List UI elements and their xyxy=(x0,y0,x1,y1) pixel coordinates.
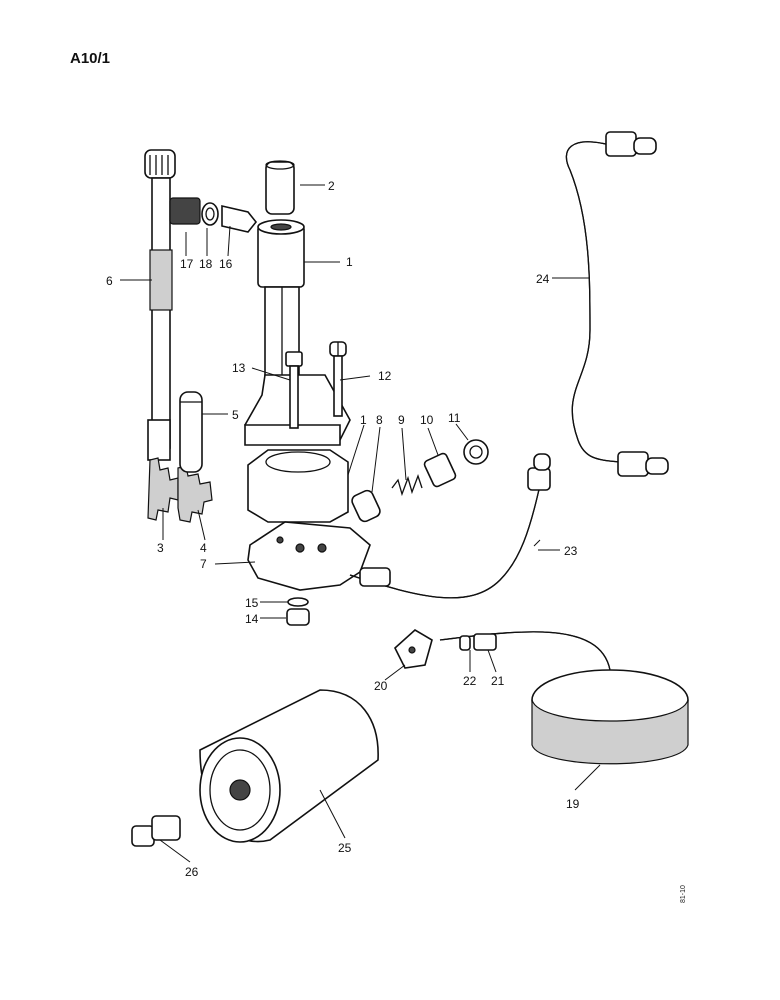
callout-12: 12 xyxy=(378,369,392,383)
part-26-adaptor xyxy=(131,815,181,847)
part-25-oil-filter xyxy=(199,689,379,843)
part-5-spindle xyxy=(179,391,203,473)
callout-14: 14 xyxy=(245,612,259,626)
part-15-washer xyxy=(287,597,309,607)
part-19-strainer xyxy=(439,631,689,765)
callout-16: 16 xyxy=(219,257,233,271)
callout-17: 17 xyxy=(180,257,194,271)
callout-4: 4 xyxy=(200,541,207,555)
part-17-union xyxy=(169,197,201,225)
part-9-spring xyxy=(391,474,423,497)
part-22-washer xyxy=(459,635,471,651)
callout-8: 8 xyxy=(376,413,383,427)
callout-13: 13 xyxy=(232,361,246,375)
part-11-nut xyxy=(463,439,489,465)
callout-7: 7 xyxy=(200,557,207,571)
callout-18: 18 xyxy=(199,257,213,271)
part-6-drive-shaft xyxy=(144,149,176,461)
callout-25: 25 xyxy=(338,841,352,855)
callout-23: 23 xyxy=(564,544,578,558)
callout-20: 20 xyxy=(374,679,388,693)
part-18-washer xyxy=(201,202,219,226)
callout-9: 9 xyxy=(398,413,405,427)
callout-19: 19 xyxy=(566,797,580,811)
callout-22: 22 xyxy=(463,674,477,688)
callout-1-housing: 1 xyxy=(360,413,367,427)
part-12-screw xyxy=(329,341,347,417)
part-13-bolt xyxy=(285,351,303,429)
part-20-flange xyxy=(394,629,433,669)
part-1-gear-housing xyxy=(247,449,349,523)
callout-11: 11 xyxy=(448,411,461,425)
part-2-sleeve xyxy=(265,160,295,215)
callout-1-body: 1 xyxy=(346,255,353,269)
callout-3: 3 xyxy=(157,541,164,555)
sheet-code: 81-10 xyxy=(680,885,687,903)
part-10-plug xyxy=(423,452,457,488)
part-4-driven-gear xyxy=(177,465,213,523)
part-14-nut xyxy=(286,608,310,626)
part-23-pipe xyxy=(349,453,551,599)
part-7-base-cover xyxy=(247,521,371,591)
callout-15: 15 xyxy=(245,596,259,610)
part-21-bolt xyxy=(473,633,497,651)
part-8-plunger xyxy=(351,489,381,523)
callout-24: 24 xyxy=(536,272,550,286)
callout-2: 2 xyxy=(328,179,335,193)
leader-lines xyxy=(120,184,601,863)
callout-6: 6 xyxy=(106,274,113,288)
callout-26: 26 xyxy=(185,865,199,879)
callout-5: 5 xyxy=(232,408,239,422)
page-title: A10/1 xyxy=(70,50,111,67)
part-16-nipple xyxy=(221,204,258,233)
callout-21: 21 xyxy=(491,674,505,688)
callout-10: 10 xyxy=(420,413,434,427)
part-24-pipe xyxy=(565,131,669,477)
